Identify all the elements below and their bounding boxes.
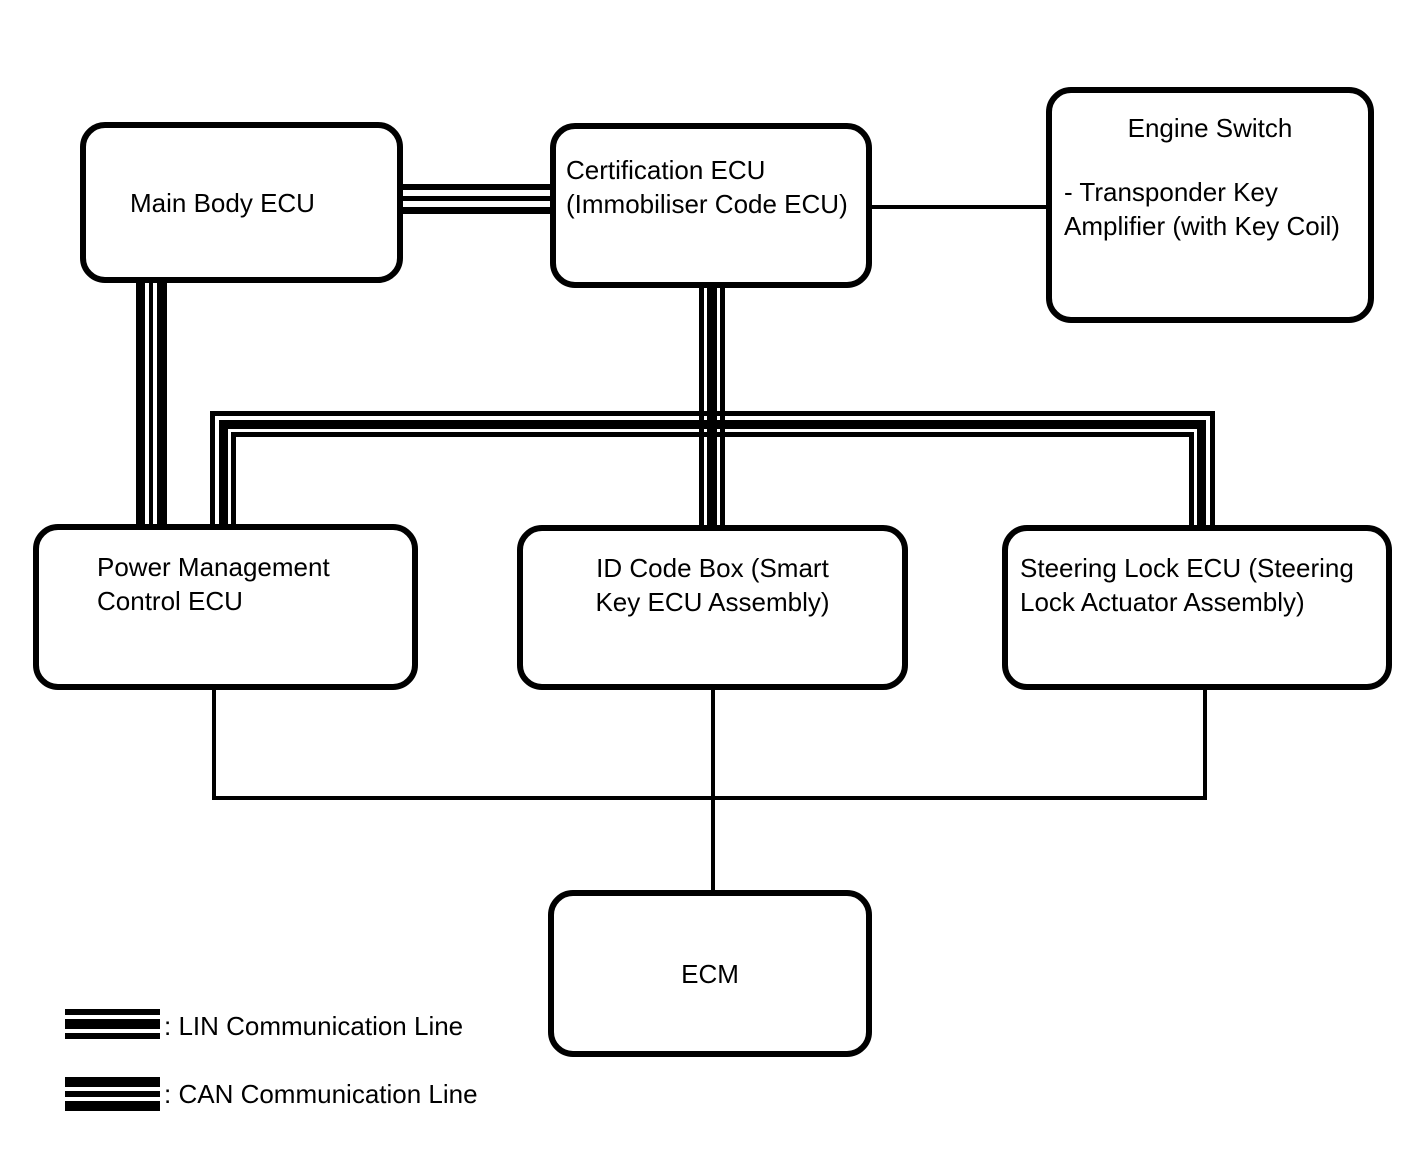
box-id-code-box: ID Code Box (Smart Key ECU Assembly)	[517, 525, 908, 690]
box-ecm: ECM	[548, 890, 872, 1057]
can-line-legend-icon	[65, 1077, 160, 1111]
lin-bus-outer-line	[210, 411, 1215, 535]
box-engine-switch: Engine Switch - Transponder Key Amplifie…	[1046, 87, 1374, 323]
lin-line-stripe	[65, 1019, 160, 1029]
lin-line-certification-to-id-code-box	[699, 280, 725, 535]
box-power-management-control-ecu: Power Management Control ECU	[33, 524, 418, 690]
box-certification-ecu: Certification ECU (Immobiliser Code ECU)	[550, 123, 872, 288]
engine-switch-body: - Transponder Key Amplifier (with Key Co…	[1064, 177, 1340, 241]
can-line-stripe	[157, 275, 167, 535]
lin-line-stripe	[65, 1033, 160, 1039]
can-line-stripe	[395, 184, 556, 190]
box-steering-lock-ecu: Steering Lock ECU (Steering Lock Actuato…	[1002, 525, 1392, 690]
power-management-label: Power Management Control ECU	[97, 552, 330, 616]
engine-switch-title: Engine Switch	[1127, 113, 1293, 143]
lin-bus-inner-line	[231, 432, 1194, 535]
box-main-body-ecu: Main Body ECU	[80, 122, 403, 283]
can-line-stripe	[136, 275, 145, 535]
lin-line-stripe	[707, 280, 717, 535]
can-line-stripe	[65, 1091, 160, 1097]
can-line-stripe	[149, 275, 153, 535]
lin-bus-middle-line	[219, 420, 1206, 535]
can-legend-label: : CAN Communication Line	[164, 1079, 478, 1109]
lin-line-stripe	[699, 280, 704, 535]
lin-line-stripe	[65, 1009, 160, 1015]
can-line-stripe	[395, 207, 556, 214]
lin-line-stripe	[720, 280, 725, 535]
can-line-stripe	[65, 1077, 160, 1087]
steering-lock-label: Steering Lock ECU (Steering Lock Actuato…	[1020, 553, 1354, 617]
can-line-stripe	[65, 1101, 160, 1111]
can-line-main-body-to-power-management	[136, 275, 167, 535]
can-line-main-body-to-certification	[395, 184, 556, 214]
can-line-stripe	[395, 196, 556, 201]
lin-line-legend-icon	[65, 1009, 160, 1039]
id-code-box-label: ID Code Box (Smart Key ECU Assembly)	[595, 553, 830, 617]
wire-bottom-connector	[212, 684, 1207, 800]
lin-legend-label: : LIN Communication Line	[164, 1011, 464, 1041]
wire-id-code-box-to-ecm	[711, 684, 715, 896]
certification-ecu-label: Certification ECU (Immobiliser Code ECU)	[566, 155, 848, 219]
main-body-ecu-label: Main Body ECU	[130, 187, 315, 218]
wire-certification-to-engine-switch	[865, 205, 1052, 209]
ecm-label: ECM	[681, 958, 739, 989]
